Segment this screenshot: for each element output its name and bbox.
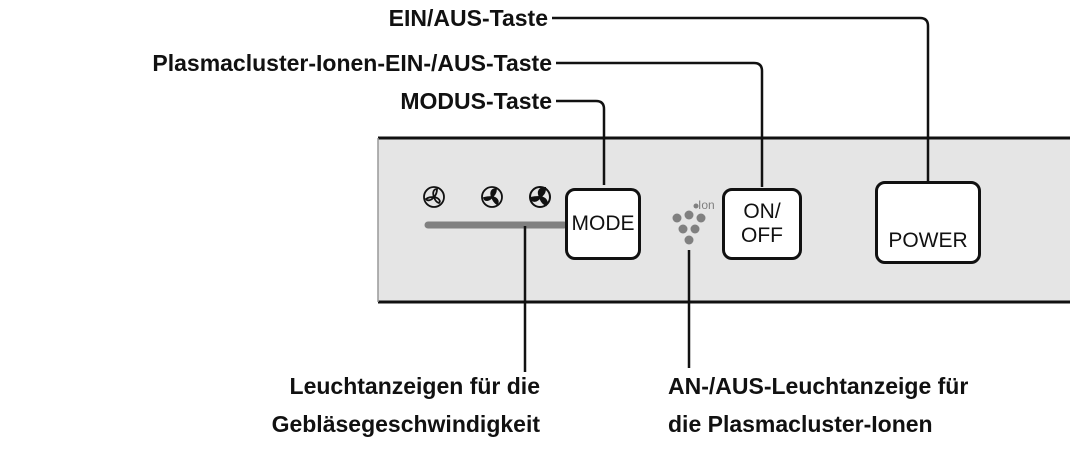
leader-lines [523,16,930,372]
onoff-label-line2: OFF [741,224,783,247]
ion-on-off-button[interactable]: ON/ OFF [722,188,802,260]
fan-low-icon [423,186,445,208]
callout-ion-indicator-line1: AN-/AUS-Leuchtanzeige für [668,373,969,399]
plasmacluster-ion-icon [672,203,706,245]
callout-mode-button: MODUS-Taste [400,88,552,114]
power-button[interactable]: POWER [875,181,981,264]
leader-power-button [552,16,930,182]
power-button-label: POWER [888,229,968,252]
fan-medium-icon [481,186,503,208]
leader-mode-button [556,99,606,185]
callout-fan-indicator-line1: Leuchtanzeigen für die [289,373,540,399]
callout-ion-indicator-line2: die Plasmacluster-Ionen [668,411,933,437]
leader-ion-button [556,61,764,187]
onoff-label-line1: ON/ [743,200,781,223]
ion-label: Ion [698,198,715,212]
callout-fan-indicator-line2: Gebläsegeschwindigkeit [271,411,540,437]
mode-button-label: MODE [571,212,635,235]
callout-power-button: EIN/AUS-Taste [388,5,548,31]
mode-button[interactable]: MODE [565,188,641,260]
callout-ion-button: Plasmacluster-Ionen-EIN-/AUS-Taste [152,50,552,76]
fan-high-icon [529,186,551,208]
